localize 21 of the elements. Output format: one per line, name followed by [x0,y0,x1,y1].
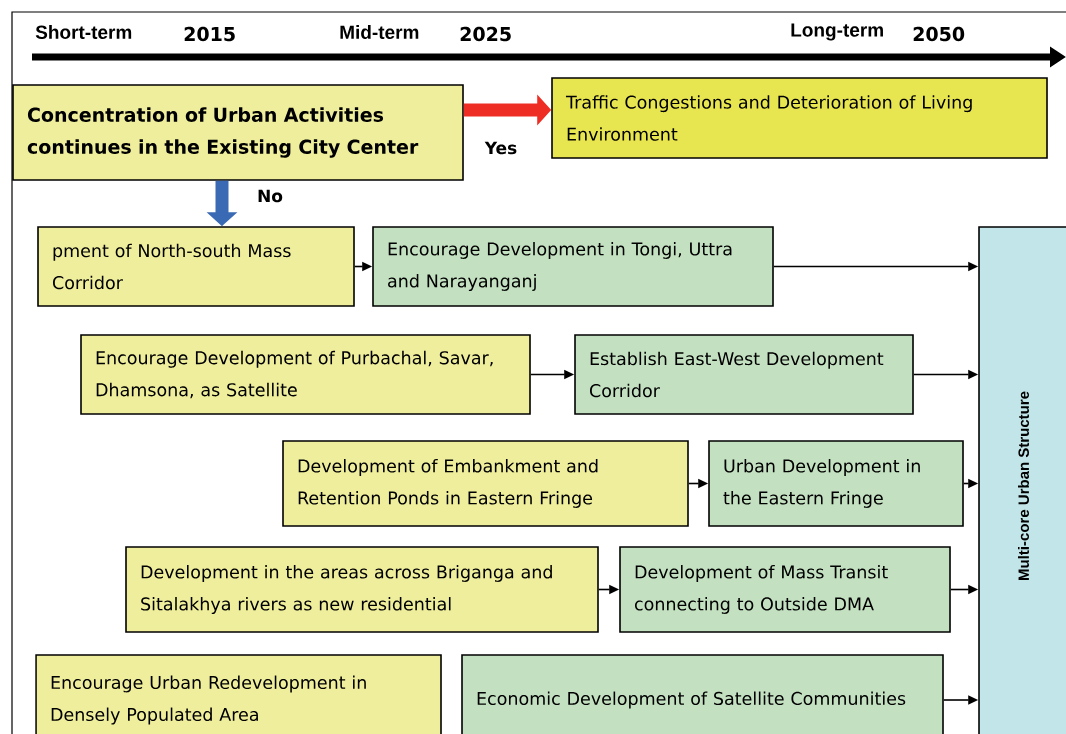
process-box: Establish East-West Development Corridor [574,334,914,415]
edge-label: Yes [484,141,517,155]
timeline-label: 2050 [913,26,965,42]
timeline-label: Long-term [791,23,883,41]
process-box: Encourage Development in Tongi, Uttra and Narayanganj [372,226,774,307]
process-box: Economic Development of Satellite Communities [461,654,944,734]
process-box: Traffic Congestions and Deterioration of Living Environment [551,77,1048,159]
process-box: Development in the areas across Briganga and Sitalakhya rivers as new residential [125,546,599,633]
process-box: pment of North-south Mass Corridor [37,226,355,307]
timeline-label: 2015 [184,26,235,42]
process-box: Encourage Development of Purbachal, Savar, Dhamsona, as Satellite [80,334,531,415]
timeline-label: 2025 [460,26,511,42]
process-box: Encourage Urban Redevelopment in Densely Populated Area [35,654,442,734]
process-box: Development of Mass Transit connecting to Outside DMA [619,546,951,633]
process-box: Urban Development in the Eastern Fringe [708,440,964,527]
edge-label: No [258,189,283,203]
timeline-label: Mid-term [340,25,419,39]
process-box: Development of Embankment and Retention Ponds in Eastern Fringe [282,440,689,527]
structure-bar: Multi-core Urban Structure [978,226,1066,734]
process-box: Concentration of Urban Activities continues in the Existing City Center [12,84,464,181]
timeline-label: Short-term [35,25,132,39]
